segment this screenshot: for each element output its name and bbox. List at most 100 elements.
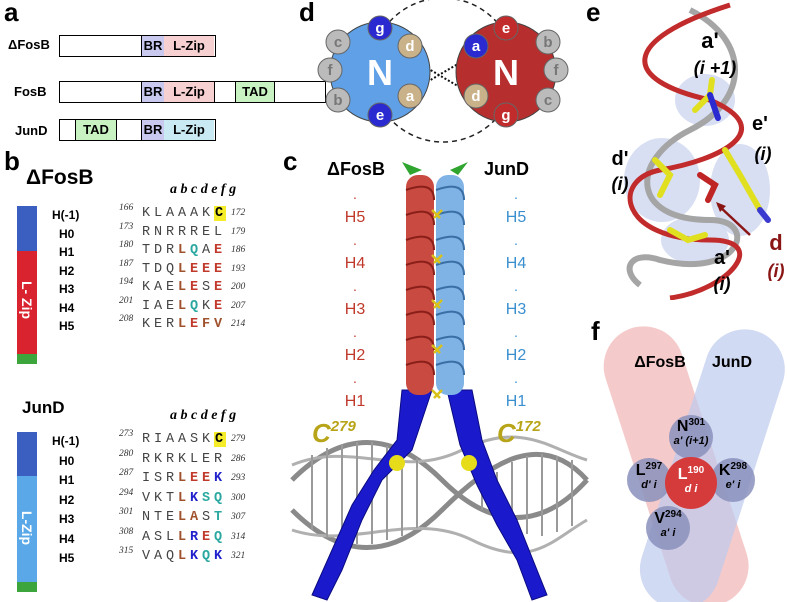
heptad-header: a b c d e f g (170, 408, 237, 423)
closeup-label: d (769, 230, 782, 255)
residue-start-number: 208 (119, 314, 134, 324)
residue-letter: E (190, 317, 200, 332)
residue-letter: E (202, 224, 212, 240)
heptad-dot: · (353, 327, 358, 343)
residue-letter: L (178, 490, 188, 506)
heptad-dot: · (514, 189, 519, 205)
residue-start-number: 166 (119, 203, 134, 213)
residue-start-number: 273 (119, 429, 134, 439)
jund-bar-green (17, 582, 37, 592)
residue-end-number: 279 (231, 434, 246, 444)
residue-label: L190 (678, 465, 705, 483)
lzip-segment: L-Zip (164, 82, 215, 102)
residue-letter: L (190, 451, 200, 467)
heptad-row-label: H3 (59, 282, 75, 296)
arrow-d (717, 204, 751, 236)
residue-letter: R (178, 224, 188, 240)
highlight-ellipse (624, 138, 700, 222)
residue-letter: L (178, 317, 188, 332)
dfosb-helix-ribbon (405, 175, 435, 395)
residue-letter: A (178, 206, 188, 221)
residue-position: a' i (661, 527, 677, 539)
residue-letter: E (202, 471, 212, 486)
right-helix-n: N (493, 52, 519, 93)
residue-letter: E (190, 280, 200, 295)
residue-letter: K (202, 432, 212, 447)
residue-end-number: 186 (231, 245, 246, 255)
heptad-row-label: H4 (59, 531, 75, 546)
residue-letter: T (166, 490, 176, 506)
residue-letter: A (154, 280, 164, 295)
residue-letter: E (202, 529, 212, 545)
residue-start-number: 194 (119, 277, 134, 287)
residue-letter: L (178, 280, 188, 295)
residue-letter: K (154, 451, 164, 467)
heptad-position-letter: c (544, 92, 552, 109)
heptad-row-label: H2 (59, 492, 75, 507)
residue-end-number: 321 (231, 551, 246, 561)
heptad-dot: · (353, 281, 358, 297)
cys-label-right: C172 (497, 418, 541, 448)
heptad-position-letter: e (376, 107, 384, 124)
residue-end-number: 200 (231, 282, 246, 292)
heptad-label: H2 (345, 347, 366, 364)
residue-letter: V (214, 317, 224, 332)
residue-position: e' i (726, 479, 742, 491)
residue-label: K298 (719, 461, 748, 479)
residue-letter: A (154, 549, 164, 564)
residue-label: L297 (636, 461, 663, 479)
residue-letter: I (142, 298, 152, 314)
residue-letter: S (190, 432, 200, 447)
residue-letter: R (166, 317, 176, 332)
residue-letter: L (178, 243, 188, 258)
heptad-label: H3 (506, 301, 527, 318)
residue-end-number: 286 (231, 453, 246, 464)
heptad-dot: · (514, 373, 519, 389)
residue-letter: L (178, 298, 188, 314)
residue-letter: E (166, 510, 176, 525)
residue-letter: T (154, 510, 164, 525)
closeup-label: e' (752, 113, 768, 135)
fosb-bar-blue (17, 206, 37, 251)
residue-end-number: 314 (231, 531, 246, 542)
tad-segment: TAD (235, 82, 275, 102)
residue-letter: T (142, 261, 152, 277)
residue-letter: K (202, 206, 212, 221)
fosb-title: ΔFosB (26, 166, 94, 189)
jund-bar-label: L-Zip (19, 510, 35, 546)
residue-letter: A (202, 243, 212, 258)
panel-c-coiled-coil: ΔFosB JunD ·H5·H5·H4·H4·H3·H3·H2·H2·H1·H… (290, 159, 589, 601)
residue-letter: E (166, 298, 176, 314)
closeup-label: (i) (755, 144, 772, 164)
residue-letter: I (154, 432, 164, 447)
heptad-position-circle (543, 57, 569, 83)
row-label-dfosb: ΔFosB (8, 37, 50, 52)
heptad-position-letter: d (471, 88, 480, 105)
residue-letter: R (142, 224, 152, 240)
heptad-row-label: H3 (59, 512, 75, 526)
residue-letter: A (178, 432, 188, 447)
closeup-label: (i) (612, 174, 629, 194)
residue-start-number: 301 (119, 507, 134, 517)
heptad-label: H1 (345, 393, 366, 410)
cysteine-sphere-left (389, 455, 405, 471)
f-right-title: JunD (712, 354, 752, 371)
residue-start-number: 294 (119, 487, 134, 498)
lzip-segment: L-Zip (164, 36, 214, 56)
residue-letter: T (142, 243, 152, 258)
heptad-position-letter: g (375, 20, 384, 37)
residue-letter: L (178, 549, 188, 564)
heptad-position-circle (367, 15, 393, 41)
jund-bar-blue (17, 432, 37, 476)
residue-end-number: 179 (231, 226, 246, 237)
heptad-position-letter: a (472, 38, 481, 55)
residue-start-number: 287 (119, 468, 134, 478)
heptad-position-circle (493, 102, 519, 128)
heptad-position-letter: f (554, 62, 560, 79)
residue-letter: E (154, 317, 164, 332)
residue-letter: E (202, 451, 212, 467)
residue-letter: K (178, 451, 188, 467)
residue-end-number: 172 (231, 208, 246, 218)
side-chain-sticks (652, 77, 771, 244)
